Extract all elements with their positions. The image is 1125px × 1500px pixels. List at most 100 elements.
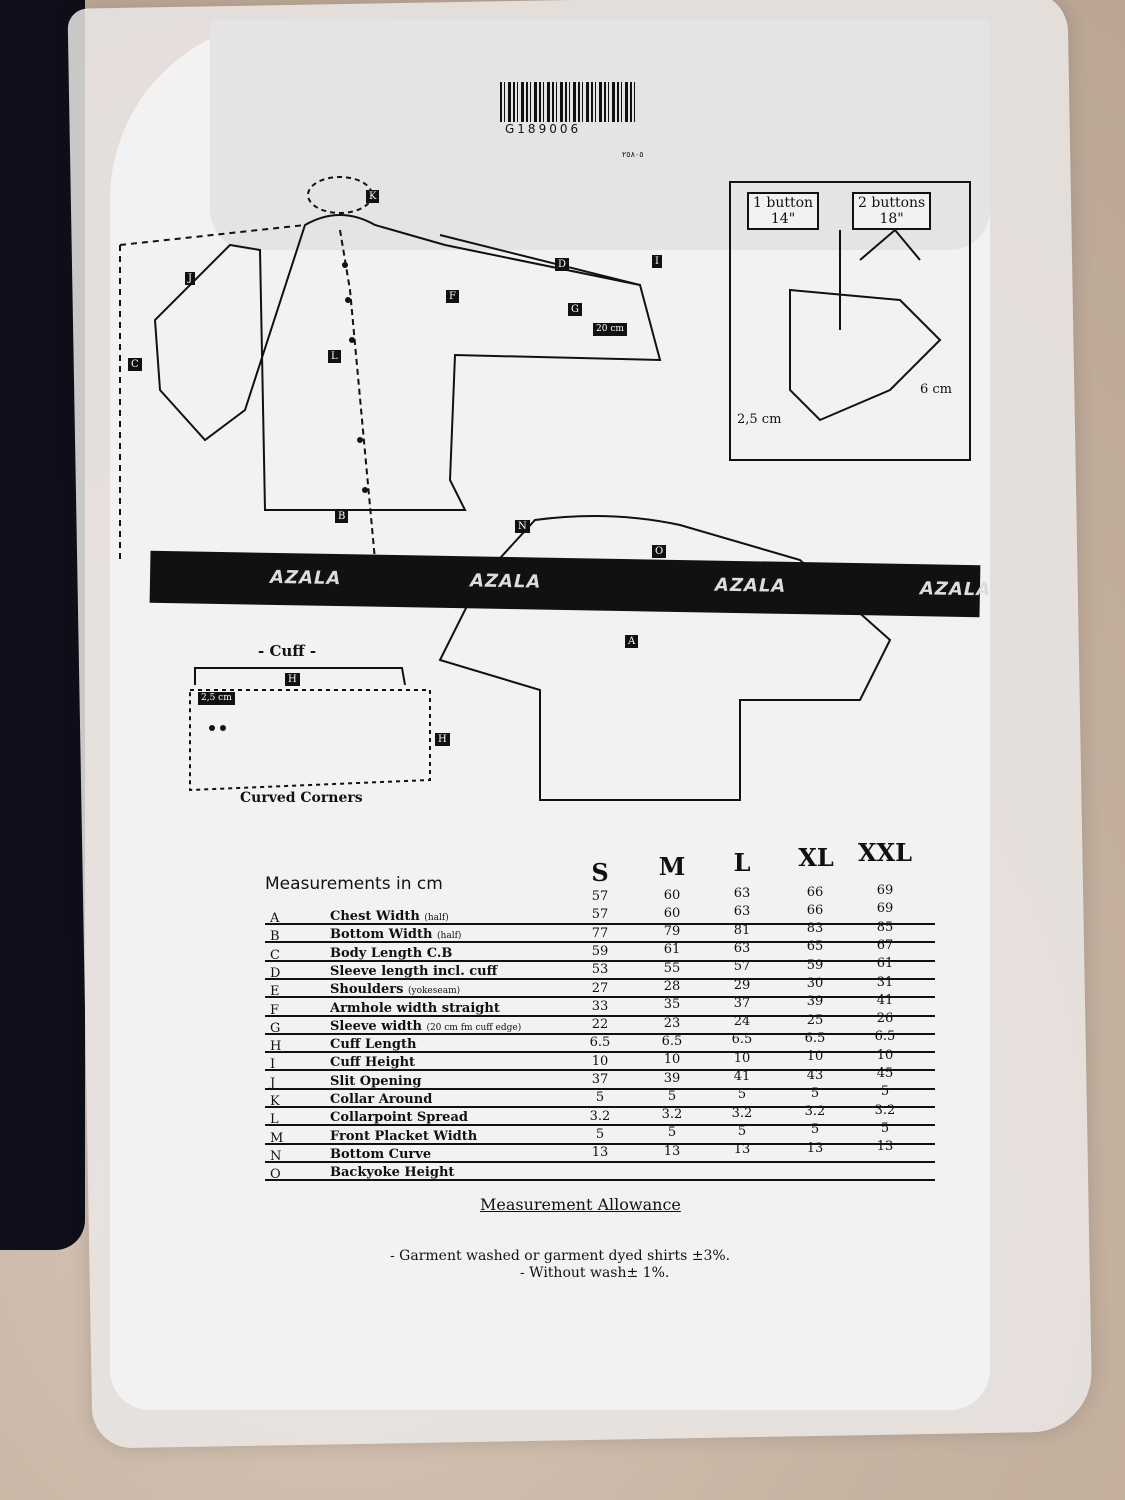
row-note: (half) xyxy=(437,931,462,942)
table-cell: 13 xyxy=(806,1140,824,1156)
table-cell: 5 xyxy=(667,1088,677,1104)
table-cell: 27 xyxy=(591,980,609,996)
table-cell: 67 xyxy=(876,937,894,953)
row-name: Collarpoint Spread xyxy=(330,1110,468,1125)
table-row: H Cuff Length xyxy=(265,1033,935,1055)
table-row: E Shoulders (yokeseam) xyxy=(265,978,935,1000)
table-cell: 43 xyxy=(806,1067,824,1083)
row-letter: F xyxy=(270,1002,280,1018)
table-cell: 30 xyxy=(806,976,824,991)
table-cell: 13 xyxy=(591,1145,609,1161)
two-buttons-size: 18" xyxy=(879,211,904,227)
table-cell: 63 xyxy=(733,886,751,901)
one-button-label: 1 button xyxy=(753,195,814,211)
row-name-text: Front Placket Width xyxy=(330,1128,478,1144)
table-cell: 6.5 xyxy=(804,1030,826,1046)
label-l: L xyxy=(328,350,341,363)
table-cell: 41 xyxy=(876,992,894,1008)
table-cell: 57 xyxy=(733,959,751,975)
table-cell: 10 xyxy=(733,1050,751,1066)
table-cell: 13 xyxy=(663,1143,681,1159)
two-buttons-label: 2 buttons xyxy=(858,195,926,211)
table-cell: 31 xyxy=(876,974,894,990)
row-name-text: Collar Around xyxy=(330,1092,433,1107)
table-cell: 66 xyxy=(806,884,824,900)
table-cell: 10 xyxy=(876,1047,894,1063)
table-cell: 63 xyxy=(733,940,751,956)
row-letter: M xyxy=(270,1130,284,1146)
table-cell: 5 xyxy=(880,1084,890,1100)
table-row: O Backyoke Height xyxy=(265,1161,935,1183)
table-cell: 61 xyxy=(876,956,894,972)
table-cell: 81 xyxy=(733,922,751,938)
two-buttons-box: 2 buttons 18" xyxy=(852,192,932,230)
cuff-detail-dim-a: 2,5 cm xyxy=(737,412,782,427)
size-header-m: M xyxy=(658,852,686,881)
row-letter: C xyxy=(270,947,280,963)
row-letter: D xyxy=(270,965,281,981)
row-letter: O xyxy=(270,1167,281,1183)
label-g: G xyxy=(568,303,582,316)
table-cell: 29 xyxy=(733,977,751,993)
row-name: Bottom Width (half) xyxy=(330,927,461,942)
cuff-title: - Cuff - xyxy=(258,642,317,660)
table-cell: 24 xyxy=(733,1014,751,1030)
table-cell: 39 xyxy=(806,994,824,1010)
table-cell: 83 xyxy=(806,921,824,937)
row-note: (yokeseam) xyxy=(407,986,461,997)
row-letter: A xyxy=(270,911,280,926)
table-cell: 41 xyxy=(733,1069,751,1084)
row-name: Bottom Curve xyxy=(330,1147,431,1162)
table-row: F Armhole width straight xyxy=(265,997,935,1018)
label-j: J xyxy=(185,272,196,285)
table-cell: 5 xyxy=(810,1085,820,1101)
row-name-text: Sleeve width xyxy=(330,1018,422,1034)
row-letter: K xyxy=(270,1094,280,1109)
table-cell: 5 xyxy=(810,1122,820,1138)
table-cell: 59 xyxy=(806,957,824,973)
allowance-line-1: - Garment washed or garment dyed shirts … xyxy=(390,1248,731,1264)
row-letter: B xyxy=(270,929,280,945)
table-row: I Cuff Height xyxy=(265,1051,935,1072)
table-cell: 63 xyxy=(733,904,751,920)
table-row: D Sleeve length incl. cuff xyxy=(265,960,935,981)
one-button-size: 14" xyxy=(770,211,796,227)
table-cell: 5 xyxy=(595,1126,605,1142)
brand-logo: AZALA xyxy=(469,570,542,593)
table-cell: 5 xyxy=(880,1120,890,1136)
row-letter: H xyxy=(270,1039,282,1055)
table-cell: 3.2 xyxy=(874,1102,896,1118)
row-name-text: Shoulders xyxy=(330,982,404,998)
table-cell: 69 xyxy=(876,901,894,917)
table-cell: 59 xyxy=(591,943,609,959)
label-i: I xyxy=(652,255,662,268)
table-cell: 55 xyxy=(663,960,681,976)
row-name-text: Slit Opening xyxy=(330,1073,422,1089)
row-name: Collar Around xyxy=(330,1092,432,1107)
brand-logo: AZALA xyxy=(269,566,342,590)
barcode xyxy=(500,82,635,122)
table-title: Measurements in cm xyxy=(265,874,443,894)
label-c: C xyxy=(128,358,142,371)
table-row: G Sleeve width (20 cm fm cuff edge) xyxy=(265,1015,935,1036)
table-row: B Bottom Width (half) xyxy=(265,923,935,945)
table-cell: 25 xyxy=(806,1012,824,1028)
row-name: Sleeve length incl. cuff xyxy=(330,964,497,979)
table-cell: 3.2 xyxy=(804,1104,826,1120)
sleeve-width-note: 20 cm xyxy=(593,323,627,336)
table-cell: 60 xyxy=(663,905,681,921)
table-cell: 28 xyxy=(663,979,681,994)
table-cell: 3.2 xyxy=(589,1108,611,1124)
size-header-xxl: XXL xyxy=(857,838,913,867)
table-row: N Bottom Curve xyxy=(265,1143,935,1164)
brand-logo: AZALA xyxy=(714,574,787,597)
table-cell: 57 xyxy=(591,889,609,904)
row-name: Cuff Height xyxy=(330,1055,415,1070)
row-name: Shoulders (yokeseam) xyxy=(330,982,460,997)
table-cell: 6.5 xyxy=(661,1033,683,1049)
row-letter: E xyxy=(270,984,280,1000)
row-name: Armhole width straight xyxy=(330,1001,500,1016)
table-cell: 5 xyxy=(737,1087,747,1103)
table-row: M Front Placket Width xyxy=(265,1125,935,1146)
table-cell: 23 xyxy=(663,1015,681,1031)
